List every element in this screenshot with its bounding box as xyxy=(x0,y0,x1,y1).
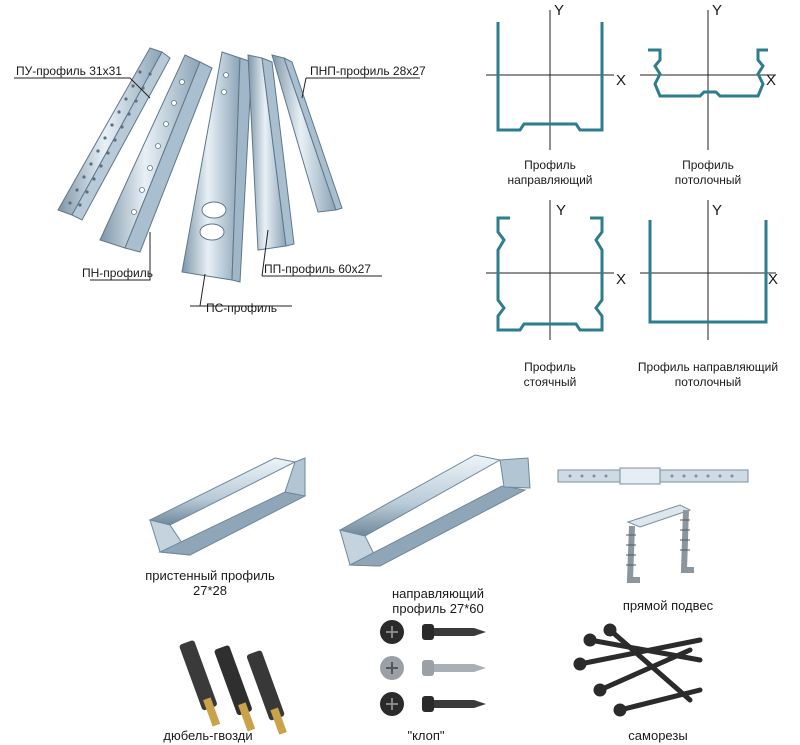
wall-profile-image xyxy=(148,457,307,556)
hanger-image xyxy=(557,467,749,583)
axis-x-label: X xyxy=(766,72,777,89)
axis-y-label: Y xyxy=(712,202,723,219)
pn-profile-drawing xyxy=(99,54,213,253)
caption-hanger: прямой подвес xyxy=(622,598,714,613)
label-ps-profile: ПС-профиль xyxy=(206,301,277,315)
axis-x-label: X xyxy=(616,271,627,288)
pnp-profile-drawing xyxy=(271,54,343,213)
leader-lines xyxy=(14,77,420,307)
label-pp-profile: ПП-профиль 60х27 xyxy=(264,262,371,276)
ps-profile-drawing xyxy=(181,51,253,283)
section-guide xyxy=(496,22,604,132)
label-pn-profile: ПН-профиль xyxy=(82,266,153,280)
axis-x-label: X xyxy=(768,271,779,288)
section-stud xyxy=(496,216,604,332)
label-pu-profile: ПУ-профиль 31х31 xyxy=(16,64,122,78)
axis-y-label: Y xyxy=(554,2,565,19)
dowels-image xyxy=(179,640,287,735)
caption-screws: саморезы xyxy=(628,728,688,743)
axes xyxy=(486,10,776,340)
section-ceiling xyxy=(648,48,768,98)
axis-x-label: X xyxy=(616,72,627,89)
section-guide-ceiling xyxy=(648,220,768,324)
caption-dowels: дюбель-гвозди xyxy=(163,728,253,743)
guide-profile-image xyxy=(338,454,531,567)
label-pnp-profile: ПНП-профиль 28х27 xyxy=(310,64,426,78)
klop-screws-image xyxy=(380,620,486,716)
screws-image xyxy=(573,623,703,717)
caption-klop: "клоп" xyxy=(407,728,445,743)
pp-profile-drawing xyxy=(247,54,295,251)
axis-y-label: Y xyxy=(712,2,723,19)
axis-y-label: Y xyxy=(556,202,567,219)
